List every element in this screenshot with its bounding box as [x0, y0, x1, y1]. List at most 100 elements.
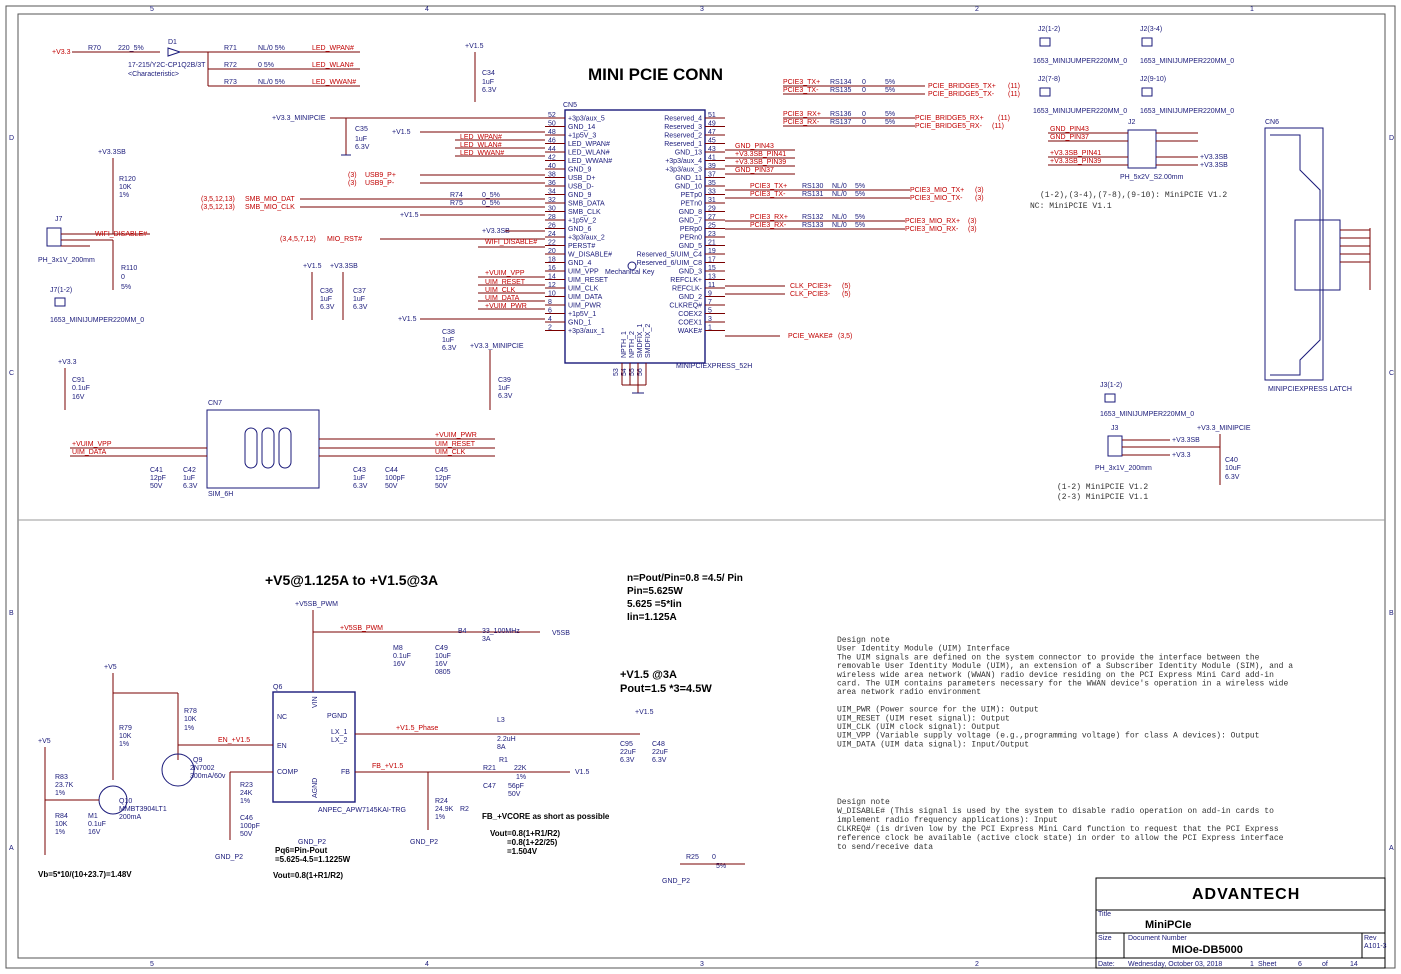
row-label: C	[1389, 370, 1394, 377]
pin-name: GND_13	[675, 150, 702, 157]
border-column-labels: 5 4 3 2 1 5 4 3 2 1 D C B A D C B A	[9, 6, 1394, 968]
net-label: +V3.3SB	[1200, 154, 1228, 161]
note-line: CLKREQ# (is driven low by the PCI Expres…	[837, 825, 1279, 834]
sim-body	[206, 409, 320, 489]
net-label: SMB_MIO_DAT	[245, 196, 295, 203]
value-label: 6.3V	[353, 304, 368, 311]
part-label: MINIPCIEXPRESS LATCH	[1268, 386, 1352, 393]
value-label: 1%	[55, 790, 65, 797]
value-label: 10uF	[1225, 465, 1241, 472]
part-label: 1653_MINIJUMPER220MM_0	[1100, 411, 1194, 418]
value-label: 6.3V	[353, 483, 368, 490]
ref-label: C35	[355, 126, 368, 133]
net-label: +V3.3_MINIPCIE	[1197, 425, 1251, 432]
value-label: 5%	[855, 183, 865, 190]
net-label: GND_PIN43	[1050, 126, 1089, 133]
pin-number: 3	[708, 316, 712, 323]
col-label-top: 4	[425, 6, 429, 13]
pin-name: LX_1	[331, 729, 347, 736]
pin-name: PETp0	[681, 192, 703, 199]
note-line: UIM_VPP (Variable supply voltage (e.g.,p…	[837, 732, 1259, 741]
value-label: 1uF	[482, 79, 494, 86]
value-label: NL/0	[832, 214, 847, 221]
ref-label: CN7	[208, 400, 222, 407]
pin-number: 20	[548, 248, 556, 255]
net-label: +V3.3SB_PIN39	[735, 159, 786, 166]
ref-label: R73	[224, 79, 237, 86]
ref-label: C47	[483, 783, 496, 790]
net-label: UIM_RESET	[435, 441, 476, 448]
ref-label: J7	[55, 216, 63, 223]
value-label: 6.3V	[652, 757, 667, 764]
value-label: 1uF	[320, 296, 332, 303]
value-label: 50V	[385, 483, 398, 490]
title-label: Title	[1098, 911, 1111, 918]
jumper-icon	[1141, 87, 1153, 97]
pin-number: 19	[708, 248, 716, 255]
pin-name: NC	[277, 714, 287, 721]
ref-label: C49	[435, 645, 448, 652]
cn5-left-nets: +V3.3_MINIPCIE C35 1uF 6.3V +V1.5 LED_WP…	[201, 43, 545, 410]
date-label: Date:	[1098, 961, 1115, 968]
value-label: 0	[862, 87, 866, 94]
pin-name: GND_11	[675, 175, 702, 182]
net-label: +V3.3SB_PIN41	[735, 151, 786, 158]
net-label: +V3.3_MINIPCIE	[272, 115, 326, 122]
sheet-title: MiniPCIe	[1145, 919, 1191, 931]
value-label: 22uF	[620, 749, 636, 756]
net-label: +V5SB_PWM	[295, 601, 338, 608]
pin-number: 37	[708, 172, 716, 179]
pin-name: GND_9	[568, 167, 591, 174]
calc-text: =0.8(1+22/25)	[507, 838, 558, 847]
pin-name: GND_4	[568, 260, 591, 267]
pin-number: 38	[548, 172, 556, 179]
note-line: W_DISABLE# (This signal is used by the s…	[837, 807, 1274, 816]
pin-name: LX_2	[331, 737, 347, 744]
net-label: +V3.3SB	[98, 149, 126, 156]
note-line: UIM_RESET (UIM reset signal): Output	[837, 714, 1010, 723]
pin-name: Reserved_1	[664, 141, 702, 148]
part-label: MINIPCIEXPRESS_52H	[676, 363, 752, 370]
net-label: GND_P2	[215, 854, 243, 861]
value-label: 12pF	[150, 475, 166, 482]
pin-name: UIM_DATA	[568, 294, 603, 301]
part-label: <Characteristic>	[128, 71, 179, 78]
calc-text: +V1.5 @3A	[620, 669, 677, 681]
net-label: PCIE3_MIO_TX-	[910, 195, 963, 202]
value-label: 0.1uF	[393, 653, 411, 660]
net-label: PCIE3_MIO_RX+	[905, 218, 960, 225]
value-label: 6.3V	[183, 483, 198, 490]
calc-text: n=Pout/Pin=0.8 =4.5/ Pin	[627, 573, 743, 584]
jumper-icon	[54, 297, 66, 307]
value-label: 50V	[150, 483, 163, 490]
ref-label: R2	[460, 806, 469, 813]
pin-number: 55	[629, 368, 636, 376]
value-label: 220_5%	[118, 45, 144, 52]
net-label: USB9_P+	[365, 172, 396, 179]
net-label: UIM_RESET	[485, 279, 526, 286]
note-line: reference clock be available (active clo…	[837, 834, 1284, 843]
value-label: 5%	[121, 284, 131, 291]
bridge-block: PCIE3_TX+ PCIE3_TX- RS134 RS135 0 5% 0 5…	[783, 79, 1020, 130]
pin-name: REFCLK+	[670, 277, 702, 284]
pin-number: 35	[708, 180, 716, 187]
net-label: UIM_DATA	[72, 449, 107, 456]
pin-number: 53	[613, 368, 620, 376]
pin-number: 8	[548, 299, 552, 306]
ref-label: C45	[435, 467, 448, 474]
net-label: +V3.3SB_PIN41	[1050, 150, 1101, 157]
net-label: +V3.3SB	[1200, 162, 1228, 169]
ref-label: R78	[184, 708, 197, 715]
value-label: 5%	[885, 79, 895, 86]
ref-label: B4	[458, 628, 467, 635]
pin-name: REFCLK-	[672, 286, 703, 293]
net-label: +V5	[104, 664, 117, 671]
pin-number: 42	[548, 155, 556, 162]
net-label: +V1.5	[635, 709, 654, 716]
rev-value: A101-3	[1364, 943, 1387, 950]
net-label: USB9_P-	[365, 180, 395, 187]
pin-name: USB_D-	[568, 184, 594, 191]
value-label: 6.3V	[620, 757, 635, 764]
net-label: LED_WLAN#	[312, 62, 354, 69]
